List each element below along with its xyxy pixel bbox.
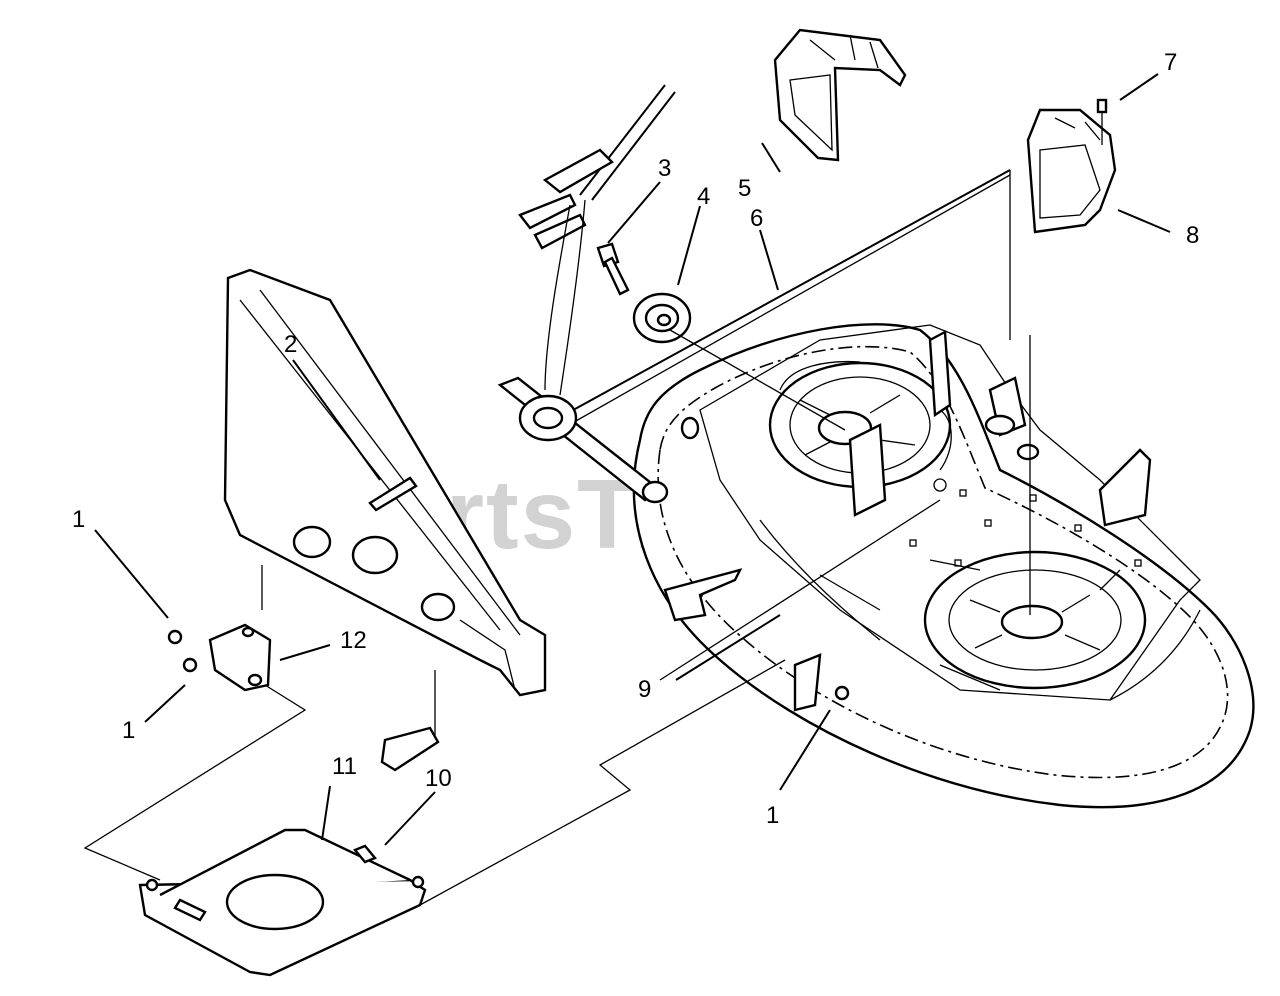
bolt-part-7	[1096, 98, 1108, 145]
spindle-housing-right	[923, 550, 1147, 690]
nut-part-1-lower	[182, 657, 198, 673]
callout-2: 2	[284, 331, 297, 358]
deck-holes	[909, 478, 1142, 567]
callout-8: 8	[1186, 222, 1199, 249]
callout-9: 9	[638, 676, 651, 703]
callout-10: 10	[425, 765, 452, 792]
callout-1-lower-left: 1	[122, 717, 135, 744]
callout-3: 3	[658, 155, 671, 182]
callout-labels: 1 1 1 2 3 4 5 6 7 8 9 10 11 12	[72, 49, 1199, 829]
bolt-part-10	[353, 844, 377, 864]
bracket-part-12	[208, 623, 272, 692]
bracket-part-11	[138, 828, 427, 977]
callout-6: 6	[750, 205, 763, 232]
callout-1-upper-left: 1	[72, 506, 85, 533]
nut-part-1-upper	[167, 629, 183, 645]
bolt-part-3	[596, 242, 630, 296]
pulley-part-4	[632, 292, 692, 344]
belt	[554, 169, 1011, 431]
bolt-part-2	[368, 476, 418, 512]
callout-4: 4	[697, 183, 710, 210]
callout-11: 11	[332, 753, 357, 780]
assembly-lines	[83, 335, 1031, 906]
mower-deck	[632, 323, 1255, 809]
small-bracket	[380, 726, 440, 772]
leader-lines	[94, 73, 1171, 846]
chute-part-8	[1026, 108, 1117, 234]
callout-7: 7	[1164, 49, 1177, 76]
idler-arm	[497, 376, 669, 504]
spindle-housing-left	[768, 360, 952, 489]
engine-bracket	[518, 84, 676, 396]
callout-12: 12	[340, 627, 367, 654]
nut-part-1-deck	[834, 685, 850, 701]
chute-part-5	[773, 28, 907, 162]
callout-5: 5	[738, 175, 751, 202]
bolt-lower	[173, 898, 207, 922]
callout-1-deck: 1	[766, 802, 779, 829]
